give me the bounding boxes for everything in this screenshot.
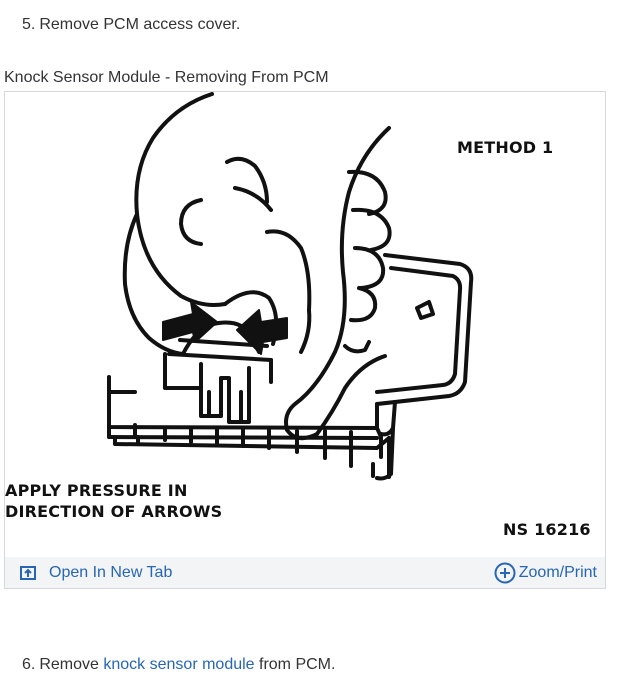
figure-code: NS 16216	[503, 520, 591, 539]
step-text: Remove PCM access cover.	[39, 16, 241, 33]
method-label: METHOD 1	[457, 138, 554, 157]
step-number: 5.	[22, 16, 36, 33]
step-text-before: Remove	[39, 656, 104, 673]
zoom-print-label: Zoom/Print	[518, 564, 597, 581]
step-5: 5.Remove PCM access cover.	[22, 16, 240, 34]
step-text-after: from PCM.	[254, 656, 336, 673]
step-6: 6.Remove knock sensor module from PCM.	[22, 656, 335, 674]
figure-caption: Knock Sensor Module - Removing From PCM	[4, 69, 329, 86]
knock-sensor-illustration	[107, 92, 474, 481]
open-new-tab-icon	[20, 566, 36, 580]
instruction-label: APPLY PRESSURE IN DIRECTION OF ARROWS	[5, 480, 222, 522]
plus-circle-icon	[494, 562, 516, 584]
knock-sensor-module-link[interactable]: knock sensor module	[103, 656, 255, 673]
open-in-new-tab-button[interactable]: Open In New Tab	[19, 562, 172, 584]
instruction-line: DIRECTION OF ARROWS	[5, 502, 223, 521]
zoom-print-button[interactable]: Zoom/Print	[494, 562, 597, 584]
open-in-new-tab-label: Open In New Tab	[49, 564, 173, 581]
instruction-line: APPLY PRESSURE IN	[5, 481, 188, 500]
step-number: 6.	[22, 656, 36, 673]
figure-toolbar: Open In New Tab Zoom/Print	[5, 557, 605, 588]
figure-card: METHOD 1 APPLY PRESSURE IN DIRECTION OF …	[4, 91, 606, 589]
